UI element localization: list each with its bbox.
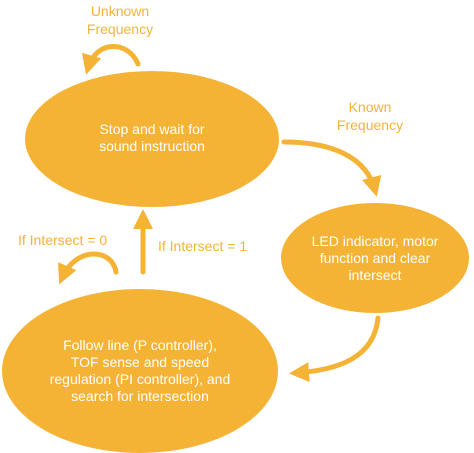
node-led-label-line: LED indicator, motor <box>311 233 439 249</box>
edge-label-if-intersect-1: If Intersect = 1 <box>158 238 248 254</box>
node-stop-and-wait <box>25 71 279 207</box>
edge-label-unknown-frequency-line: Frequency <box>86 21 154 37</box>
node-led-label-line: function and clear <box>319 250 431 266</box>
self-loop-arrow-if-intersect-0 <box>58 251 119 285</box>
node-follow-label-line: search for intersection <box>71 388 209 404</box>
node-stop-label-line: Stop and wait for <box>99 121 205 137</box>
edge-label-known-frequency: Known Frequency <box>320 98 420 134</box>
arrow-known-frequency <box>281 139 382 197</box>
self-loop-arrow-unknown-frequency <box>81 44 141 75</box>
node-follow-label: Follow line (P controller), TOF sense an… <box>30 337 250 405</box>
arrow-led-to-follow <box>289 315 381 383</box>
node-follow-label-line: regulation (PI controller), and <box>49 371 231 387</box>
edge-label-unknown-frequency: Unknown Frequency <box>70 2 170 38</box>
node-stop-label: Stop and wait for sound instruction <box>52 121 252 155</box>
node-led-indicator <box>281 203 469 313</box>
edge-label-known-frequency-line: Frequency <box>336 117 404 133</box>
node-follow-label-line: TOF sense and speed <box>70 354 210 370</box>
edge-label-known-frequency-line: Known <box>348 99 392 115</box>
node-follow-label-line: Follow line (P controller), <box>63 337 217 353</box>
node-stop-label-line: sound instruction <box>99 138 205 154</box>
edge-label-if-intersect-0: If Intersect = 0 <box>18 232 108 248</box>
edge-label-unknown-frequency-line: Unknown <box>90 3 150 19</box>
node-led-label-line: intersect <box>348 267 402 283</box>
node-led-label: LED indicator, motor function and clear … <box>290 233 460 284</box>
node-follow-line <box>2 289 278 453</box>
